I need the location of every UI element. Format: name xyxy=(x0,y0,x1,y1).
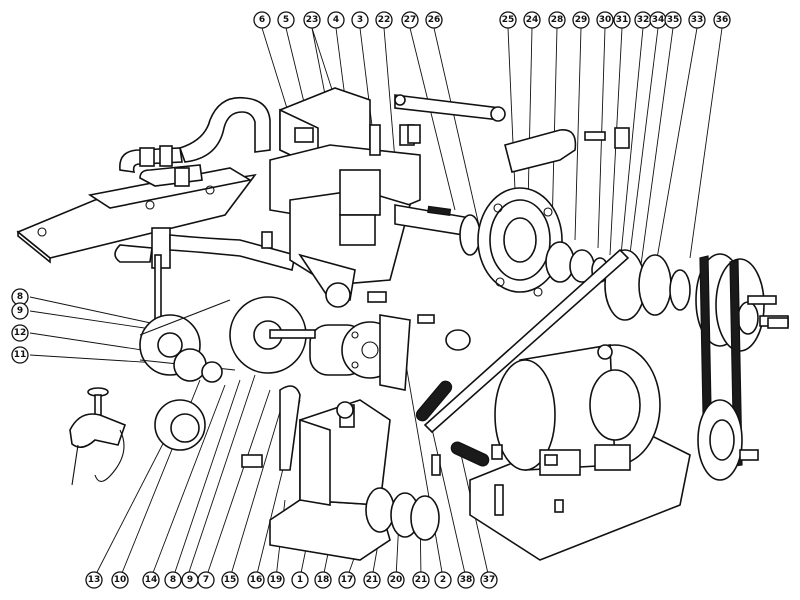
callout-33: 33 xyxy=(688,11,706,29)
svg-text:8: 8 xyxy=(17,292,23,302)
svg-text:21: 21 xyxy=(415,575,428,585)
callout-8-bottom: 8 xyxy=(164,571,182,589)
callout-16: 16 xyxy=(247,571,265,589)
svg-text:4: 4 xyxy=(333,15,339,25)
callout-24: 24 xyxy=(523,11,541,29)
drive-pulley-assembly xyxy=(604,249,789,481)
callout-38: 38 xyxy=(457,571,475,589)
svg-text:22: 22 xyxy=(378,15,391,25)
svg-text:12: 12 xyxy=(14,328,27,338)
callout-2: 2 xyxy=(434,571,452,589)
svg-text:6: 6 xyxy=(259,15,265,25)
callouts-left: 8 9 12 11 xyxy=(11,288,29,364)
svg-text:11: 11 xyxy=(14,350,27,360)
callout-15: 15 xyxy=(221,571,239,589)
callout-10: 10 xyxy=(111,571,129,589)
svg-text:19: 19 xyxy=(270,575,283,585)
callout-18: 18 xyxy=(314,571,332,589)
svg-text:30: 30 xyxy=(599,15,612,25)
svg-text:35: 35 xyxy=(667,15,680,25)
callout-29: 29 xyxy=(572,11,590,29)
svg-text:26: 26 xyxy=(428,15,441,25)
pump-head-assembly xyxy=(269,87,506,308)
svg-text:37: 37 xyxy=(483,575,496,585)
svg-text:34: 34 xyxy=(652,15,665,25)
svg-text:1: 1 xyxy=(297,575,303,585)
callout-31: 31 xyxy=(613,11,631,29)
svg-text:2: 2 xyxy=(440,575,446,585)
svg-text:13: 13 xyxy=(88,575,101,585)
callout-23: 23 xyxy=(303,11,321,29)
callout-19: 19 xyxy=(267,571,285,589)
fasteners xyxy=(367,124,789,516)
callout-30: 30 xyxy=(596,11,614,29)
svg-text:9: 9 xyxy=(17,306,23,316)
svg-text:32: 32 xyxy=(637,15,650,25)
drain-valve xyxy=(69,387,127,486)
svg-text:36: 36 xyxy=(716,15,729,25)
svg-text:31: 31 xyxy=(616,15,629,25)
callout-8-left: 8 xyxy=(11,288,29,306)
callout-12: 12 xyxy=(11,324,29,342)
callout-4: 4 xyxy=(327,11,345,29)
svg-text:17: 17 xyxy=(341,575,354,585)
svg-text:38: 38 xyxy=(460,575,473,585)
callout-5: 5 xyxy=(277,11,295,29)
svg-text:16: 16 xyxy=(250,575,263,585)
callout-22: 22 xyxy=(375,11,393,29)
callout-17: 17 xyxy=(338,571,356,589)
svg-text:23: 23 xyxy=(306,15,319,25)
svg-text:20: 20 xyxy=(390,575,403,585)
electric-motor xyxy=(469,344,691,561)
callout-9-bottom: 9 xyxy=(181,571,199,589)
sprocket-chain-assembly xyxy=(139,296,307,451)
callout-6: 6 xyxy=(253,11,271,29)
svg-text:3: 3 xyxy=(357,15,363,25)
connecting-rod xyxy=(415,248,630,467)
svg-text:8: 8 xyxy=(170,575,176,585)
shaft-and-seal-housing xyxy=(394,129,609,297)
callout-32: 32 xyxy=(634,11,652,29)
callout-1: 1 xyxy=(291,571,309,589)
svg-text:25: 25 xyxy=(502,15,515,25)
svg-text:14: 14 xyxy=(145,575,158,585)
gear-pump xyxy=(269,314,471,391)
callouts-bottom: 13 10 14 8 9 7 15 16 19 1 18 17 21 20 21… xyxy=(85,571,498,589)
svg-text:28: 28 xyxy=(551,15,564,25)
svg-text:29: 29 xyxy=(575,15,588,25)
callout-28: 28 xyxy=(548,11,566,29)
pedestal-base xyxy=(241,385,440,561)
svg-text:15: 15 xyxy=(224,575,237,585)
svg-text:21: 21 xyxy=(366,575,379,585)
callout-14: 14 xyxy=(142,571,160,589)
callout-21-a: 21 xyxy=(363,571,381,589)
mounting-plate-left xyxy=(16,167,257,264)
svg-text:27: 27 xyxy=(404,15,417,25)
callout-13: 13 xyxy=(85,571,103,589)
callout-36: 36 xyxy=(713,11,731,29)
callout-25: 25 xyxy=(499,11,517,29)
svg-text:7: 7 xyxy=(203,575,209,585)
inlet-pipe-assembly xyxy=(114,96,296,331)
svg-text:18: 18 xyxy=(317,575,330,585)
callout-35: 35 xyxy=(664,11,682,29)
callout-34: 34 xyxy=(649,11,667,29)
callout-9-left: 9 xyxy=(11,302,29,320)
svg-text:24: 24 xyxy=(526,15,539,25)
callout-11: 11 xyxy=(11,346,29,364)
svg-text:33: 33 xyxy=(691,15,704,25)
callout-20: 20 xyxy=(387,571,405,589)
svg-text:9: 9 xyxy=(187,575,193,585)
callout-37: 37 xyxy=(480,571,498,589)
callouts-top: 6 5 23 4 3 22 27 26 25 24 28 29 30 31 32… xyxy=(253,11,731,29)
callout-27: 27 xyxy=(401,11,419,29)
callout-21-b: 21 xyxy=(412,571,430,589)
callout-3: 3 xyxy=(351,11,369,29)
svg-text:10: 10 xyxy=(114,575,127,585)
callout-26: 26 xyxy=(425,11,443,29)
callout-7: 7 xyxy=(197,571,215,589)
svg-text:5: 5 xyxy=(283,15,289,25)
